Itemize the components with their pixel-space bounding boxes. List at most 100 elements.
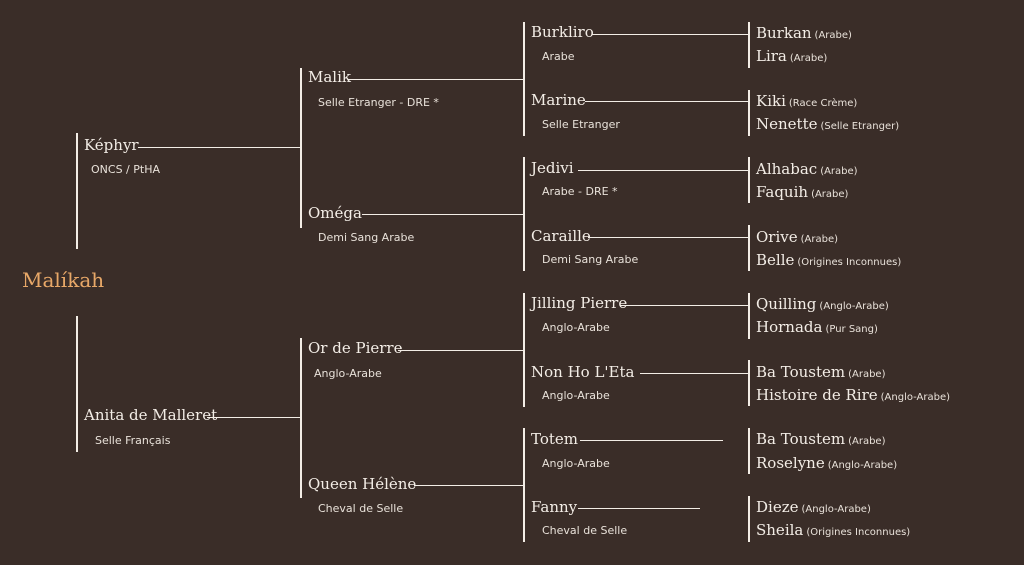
great-grandparent-breed: Selle Etranger (542, 118, 620, 131)
ancestor-bracket (748, 496, 750, 542)
ancestor-entry: Alhabac(Arabe) (756, 160, 858, 178)
ancestor-entry: Ba Toustem(Arabe) (756, 363, 885, 381)
great-grandparent-connector (620, 305, 749, 306)
great-grandparent-bracket (523, 293, 525, 407)
ancestor-name: Kiki (756, 92, 786, 110)
ancestor-entry: Hornada(Pur Sang) (756, 318, 878, 336)
ancestor-name: Nenette (756, 115, 818, 133)
ancestor-entry: Dieze(Anglo-Arabe) (756, 498, 871, 516)
ancestor-breed: (Pur Sang) (825, 324, 878, 335)
great-grandparent-connector (592, 34, 749, 35)
grandparent-bracket-2 (300, 338, 302, 498)
great-grandparent-breed: Arabe (542, 50, 575, 63)
ancestor-breed: (Origines Inconnues) (797, 257, 902, 268)
great-grandparent-connector (588, 237, 749, 238)
great-grandparent-bracket (523, 22, 525, 136)
sire-bracket (76, 133, 78, 249)
grandparent-name: Queen Hélène (308, 475, 417, 493)
grandparent-name: Or de Pierre (308, 339, 403, 357)
ancestor-breed: (Arabe) (811, 189, 849, 200)
great-grandparent-connector (580, 440, 723, 441)
ancestor-name: Histoire de Rire (756, 386, 878, 404)
dam-bracket (76, 316, 78, 452)
great-grandparent-name: Marine (531, 91, 586, 109)
ancestor-breed: (Anglo-Arabe) (827, 460, 898, 471)
ancestor-bracket (748, 360, 750, 406)
ancestor-entry: Quilling(Anglo-Arabe) (756, 295, 889, 313)
ancestor-name: Lira (756, 47, 787, 65)
ancestor-entry: Kiki(Race Crème) (756, 92, 857, 110)
ancestor-name: Alhabac (756, 160, 818, 178)
grandparent-name: Oméga (308, 204, 362, 222)
ancestor-breed: (Anglo-Arabe) (801, 504, 871, 515)
ancestor-entry: Lira(Arabe) (756, 47, 827, 65)
subject-name: Malíkah (22, 268, 105, 292)
ancestor-bracket (748, 225, 750, 271)
great-grandparent-name: Burkliro (531, 23, 594, 41)
great-grandparent-connector (640, 373, 749, 374)
dam-name: Anita de Malleret (84, 406, 218, 424)
great-grandparent-name: Caraille (531, 227, 591, 245)
great-grandparent-breed: Demi Sang Arabe (542, 253, 639, 266)
grandparent-breed: Selle Etranger - DRE * (318, 96, 439, 109)
grandparent-breed: Cheval de Selle (318, 502, 404, 515)
dam-connector (207, 417, 300, 418)
ancestor-breed: (Arabe) (814, 30, 852, 41)
grandparent-breed: Demi Sang Arabe (318, 231, 415, 244)
ancestor-breed: (Anglo-Arabe) (819, 301, 889, 312)
ancestor-breed: (Arabe) (789, 53, 828, 64)
ancestor-entry: Roselyne(Anglo-Arabe) (756, 454, 897, 472)
great-grandparent-name: Totem (531, 430, 578, 448)
ancestor-name: Faquih (756, 183, 809, 201)
great-grandparent-name: Non Ho L'Eta (531, 363, 635, 381)
ancestor-entry: Orive(Arabe) (756, 228, 838, 246)
ancestor-bracket (748, 157, 750, 203)
ancestor-entry: Nenette(Selle Etranger) (756, 115, 899, 133)
grandparent-connector (414, 485, 524, 486)
grandparent-connector (362, 214, 524, 215)
ancestor-name: Hornada (756, 318, 823, 336)
ancestor-entry: Histoire de Rire(Anglo-Arabe) (756, 386, 950, 404)
sire-breed: ONCS / PtHA (91, 163, 160, 176)
ancestor-name: Ba Toustem (756, 363, 846, 381)
great-grandparent-bracket (523, 428, 525, 542)
ancestor-breed: (Origines Inconnues) (806, 527, 911, 538)
ancestor-bracket (748, 22, 750, 68)
ancestor-bracket (748, 293, 750, 339)
ancestor-name: Quilling (756, 295, 817, 313)
ancestor-bracket (748, 428, 750, 474)
ancestor-name: Roselyne (756, 454, 825, 472)
ancestor-entry: Faquih(Arabe) (756, 183, 848, 201)
grandparent-name: Malik (308, 68, 351, 86)
grandparent-breed: Anglo-Arabe (314, 367, 382, 380)
great-grandparent-name: Jilling Pierre (531, 294, 628, 312)
great-grandparent-breed: Cheval de Selle (542, 524, 628, 537)
grandparent-connector (348, 79, 524, 80)
great-grandparent-breed: Anglo-Arabe (542, 457, 610, 470)
great-grandparent-connector (585, 101, 749, 102)
ancestor-entry: Sheila(Origines Inconnues) (756, 521, 910, 539)
sire-connector (138, 147, 300, 148)
ancestor-entry: Belle(Origines Inconnues) (756, 251, 901, 269)
ancestor-breed: (Anglo-Arabe) (880, 392, 951, 403)
great-grandparent-connector (578, 508, 700, 509)
ancestor-name: Burkan (756, 24, 812, 42)
ancestor-breed: (Arabe) (848, 369, 886, 380)
ancestor-name: Orive (756, 228, 798, 246)
ancestor-entry: Burkan(Arabe) (756, 24, 852, 42)
sire-name: Képhyr (84, 136, 139, 154)
ancestor-name: Sheila (756, 521, 804, 539)
great-grandparent-breed: Anglo-Arabe (542, 389, 610, 402)
great-grandparent-breed: Anglo-Arabe (542, 321, 610, 334)
grandparent-connector (398, 350, 524, 351)
great-grandparent-connector (578, 170, 749, 171)
great-grandparent-bracket (523, 157, 525, 271)
ancestor-entry: Ba Toustem(Arabe) (756, 430, 885, 448)
great-grandparent-name: Jedivi (531, 159, 574, 177)
ancestor-breed: (Arabe) (800, 234, 839, 245)
ancestor-name: Belle (756, 251, 795, 269)
ancestor-breed: (Race Crème) (788, 98, 858, 109)
ancestor-breed: (Selle Etranger) (820, 121, 900, 132)
ancestor-bracket (748, 90, 750, 136)
